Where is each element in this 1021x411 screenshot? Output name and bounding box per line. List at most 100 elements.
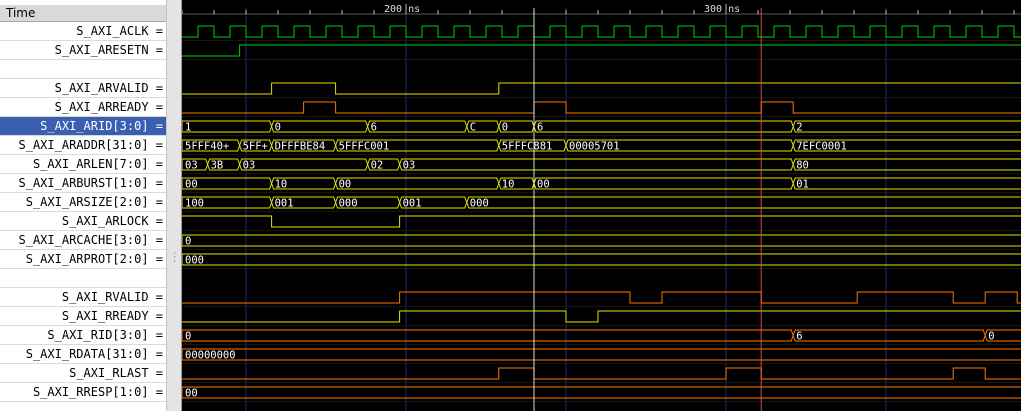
waveform-s-axi-arcache[interactable]: 0: [182, 234, 1021, 248]
bus-value: 03: [243, 160, 256, 172]
bus-value: C: [470, 122, 476, 134]
bus-value: 0: [185, 331, 191, 343]
waveform-s-axi-rdata[interactable]: 00000000: [182, 348, 1021, 362]
splitter-grip-icon[interactable]: ···: [172, 249, 178, 267]
bus-value: DFFFBE84: [275, 141, 326, 153]
bus-value: 03: [403, 160, 416, 172]
signal-name-s-axi-arlock[interactable]: S_AXI_ARLOCK =: [0, 212, 166, 231]
signal-name-s-axi-rvalid[interactable]: S_AXI_RVALID =: [0, 288, 166, 307]
signal-name-s-axi-rresp[interactable]: S_AXI_RRESP[1:0] =: [0, 383, 166, 402]
signal-name-s-axi-arvalid[interactable]: S_AXI_ARVALID =: [0, 79, 166, 98]
bus-segment: [792, 158, 1021, 171]
signal-name-s-axi-araddr[interactable]: S_AXI_ARADDR[31:0] =: [0, 136, 166, 155]
bus-segment: [182, 348, 1021, 361]
bus-value: 10: [275, 179, 288, 191]
bus-value: 5FF+: [243, 141, 268, 153]
waveform-s-axi-arprot[interactable]: 000: [182, 253, 1021, 267]
spacer-row: [0, 269, 166, 288]
signal-name-s-axi-rlast[interactable]: S_AXI_RLAST =: [0, 364, 166, 383]
time-label: 200 ns: [384, 4, 420, 15]
bus-value: 5FFFC001: [339, 141, 390, 153]
bus-segment: [792, 139, 1021, 152]
bus-value: 00005701: [569, 141, 620, 153]
bit-trace: [182, 367, 1021, 380]
bus-segment: [271, 120, 369, 133]
spacer-row: [0, 60, 166, 79]
signal-name-s-axi-arcache[interactable]: S_AXI_ARCACHE[3:0] =: [0, 231, 166, 250]
clock-trace: [182, 25, 1021, 38]
bus-segment: [792, 329, 986, 342]
bus-segment: [466, 196, 1021, 209]
bus-segment: [182, 386, 1021, 399]
bit-trace: [182, 101, 1021, 114]
bus-value: 03: [185, 160, 198, 172]
bus-segment: [239, 158, 369, 171]
bus-value: 80: [796, 160, 809, 172]
bus-segment: [533, 177, 794, 190]
waveform-s-axi-arlock[interactable]: [182, 215, 1021, 228]
bus-value: 6: [796, 331, 802, 343]
signal-name-panel: Time S_AXI_ACLK =S_AXI_ARESETN = S_AXI_AR…: [0, 0, 166, 411]
bus-value: 00: [185, 179, 198, 191]
bus-value: 02: [371, 160, 384, 172]
signal-name-s-axi-rid[interactable]: S_AXI_RID[3:0] =: [0, 326, 166, 345]
bus-value: 00000000: [185, 350, 236, 362]
bus-value: 0: [502, 122, 508, 134]
waveform-s-axi-rresp[interactable]: 00: [182, 386, 1021, 400]
waveform-s-axi-rready[interactable]: [182, 310, 1021, 323]
bus-segment: [182, 234, 1021, 247]
bit-trace: [182, 215, 1021, 228]
bus-value: 000: [470, 198, 489, 210]
bus-segment: [399, 158, 794, 171]
bus-value: 1: [185, 122, 191, 134]
waveform-s-axi-aresetn[interactable]: [182, 44, 1021, 57]
waveform-s-axi-rlast[interactable]: [182, 367, 1021, 380]
waveform-s-axi-rvalid[interactable]: [182, 291, 1021, 304]
bus-value: 0: [275, 122, 281, 134]
signal-name-s-axi-aclk[interactable]: S_AXI_ACLK =: [0, 22, 166, 41]
time-column-header: Time: [0, 5, 166, 22]
bus-value: 7EFC0001: [796, 141, 847, 153]
signal-name-s-axi-rready[interactable]: S_AXI_RREADY =: [0, 307, 166, 326]
bus-value: 6: [371, 122, 377, 134]
waveform-s-axi-arvalid[interactable]: [182, 82, 1021, 95]
bus-value: 0: [988, 331, 994, 343]
signal-name-s-axi-arprot[interactable]: S_AXI_ARPROT[2:0] =: [0, 250, 166, 269]
bus-segment: [182, 329, 794, 342]
signal-name-s-axi-arid[interactable]: S_AXI_ARID[3:0] =: [0, 117, 166, 136]
bus-segment: [182, 120, 273, 133]
bus-value: 2: [796, 122, 802, 134]
pane-splitter[interactable]: ···: [166, 0, 182, 411]
bus-value: 001: [403, 198, 422, 210]
signal-name-s-axi-aresetn[interactable]: S_AXI_ARESETN =: [0, 41, 166, 60]
signal-name-s-axi-arready[interactable]: S_AXI_ARREADY =: [0, 98, 166, 117]
bus-segment: [182, 253, 1021, 266]
bus-segment: [792, 120, 1021, 133]
bus-value: 00: [185, 388, 198, 400]
signal-name-s-axi-arsize[interactable]: S_AXI_ARSIZE[2:0] =: [0, 193, 166, 212]
bus-value: 10: [502, 179, 515, 191]
bus-segment: [984, 329, 1021, 342]
waveform-s-axi-aclk[interactable]: [182, 25, 1021, 38]
waveform-s-axi-rid[interactable]: 0 6 0: [182, 329, 1021, 343]
bus-value: 00: [339, 179, 352, 191]
bus-value: 5FFF40+: [185, 141, 229, 153]
bus-value: 100: [185, 198, 204, 210]
waveform-s-axi-arready[interactable]: [182, 101, 1021, 114]
signal-name-s-axi-rdata[interactable]: S_AXI_RDATA[31:0] =: [0, 345, 166, 364]
signal-name-s-axi-arburst[interactable]: S_AXI_ARBURST[1:0] =: [0, 174, 166, 193]
bit-trace: [182, 82, 1021, 95]
signal-name-s-axi-arlen[interactable]: S_AXI_ARLEN[7:0] =: [0, 155, 166, 174]
bus-segment: [792, 177, 1021, 190]
bus-segment: [367, 120, 468, 133]
time-label: 300 ns: [704, 4, 740, 15]
bit-trace: [182, 310, 1021, 323]
bus-value: 000: [185, 255, 204, 267]
